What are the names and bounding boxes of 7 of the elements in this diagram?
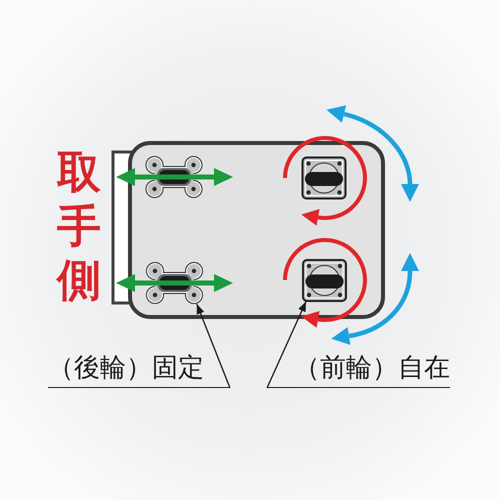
callout-label: （前輪）自在 [267,350,450,388]
vertical-label: 取手側 [56,146,102,308]
caster-icon [146,262,202,304]
caster-icon [302,258,346,302]
leader-line [266,301,307,388]
leader-line [196,304,231,388]
callout-label: （後輪）固定 [48,350,230,388]
